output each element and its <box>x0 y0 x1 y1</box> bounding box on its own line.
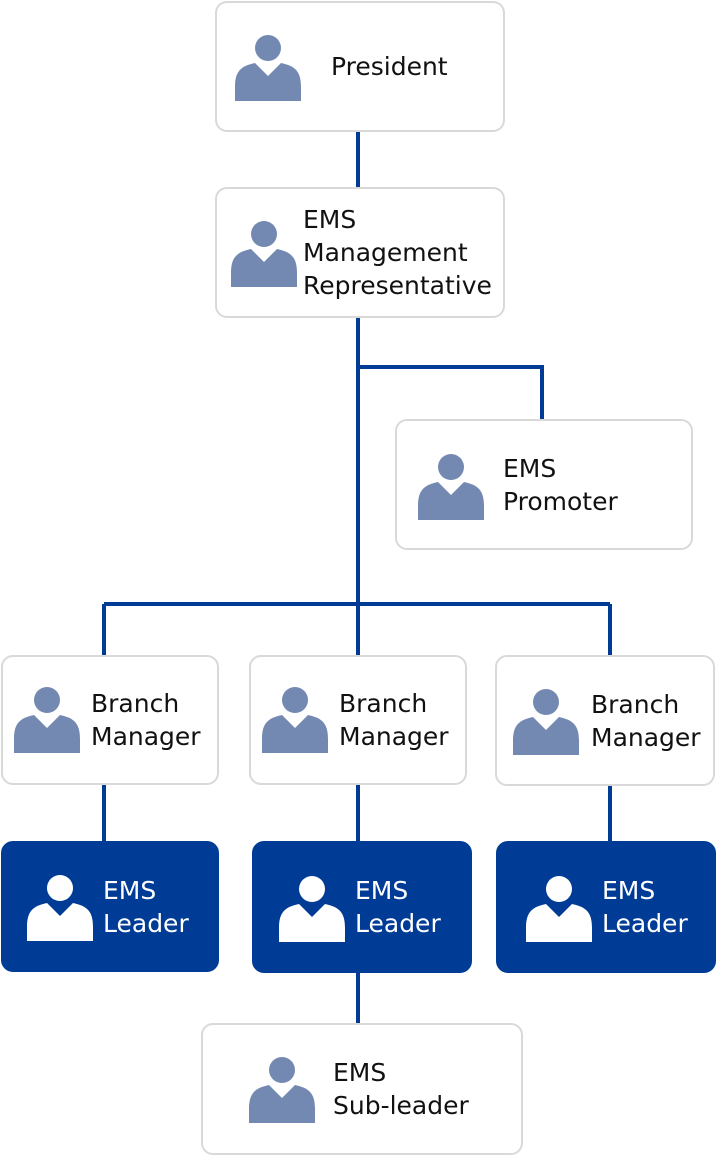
node-branch-manager-3: Branch Manager <box>495 655 715 786</box>
node-ems-promoter: EMS Promoter <box>395 419 693 550</box>
node-label: Branch Manager <box>591 689 701 752</box>
node-ems-sub-leader: EMS Sub-leader <box>201 1023 523 1155</box>
node-branch-manager-2: Branch Manager <box>249 655 467 785</box>
person-icon <box>235 35 301 101</box>
node-label: EMS Sub-leader <box>333 1058 469 1120</box>
person-icon <box>418 454 484 520</box>
person-icon <box>279 876 345 942</box>
person-icon <box>513 689 579 755</box>
person-icon <box>231 221 297 287</box>
node-label: President <box>331 52 448 81</box>
node-label: Branch Manager <box>339 689 449 751</box>
node-ems-leader-2: EMS Leader <box>252 841 472 973</box>
node-ems-management-representative: EMS Management Representative <box>215 187 505 318</box>
person-icon <box>27 875 93 941</box>
connector-to-ems-promoter <box>358 365 544 420</box>
node-label: EMS Leader <box>103 875 189 938</box>
node-branch-manager-1: Branch Manager <box>1 655 219 785</box>
node-label: EMS Leader <box>602 876 688 938</box>
person-icon <box>526 876 592 942</box>
person-icon <box>249 1057 315 1123</box>
node-president: President <box>215 1 505 132</box>
node-label: EMS Promoter <box>503 453 618 516</box>
node-label: EMS Leader <box>355 876 441 938</box>
node-label: EMS Management Representative <box>303 205 492 300</box>
person-icon <box>14 687 80 753</box>
node-label: Branch Manager <box>91 689 201 751</box>
person-icon <box>262 687 328 753</box>
node-ems-leader-3: EMS Leader <box>496 841 716 973</box>
node-ems-leader-1: EMS Leader <box>1 841 219 972</box>
